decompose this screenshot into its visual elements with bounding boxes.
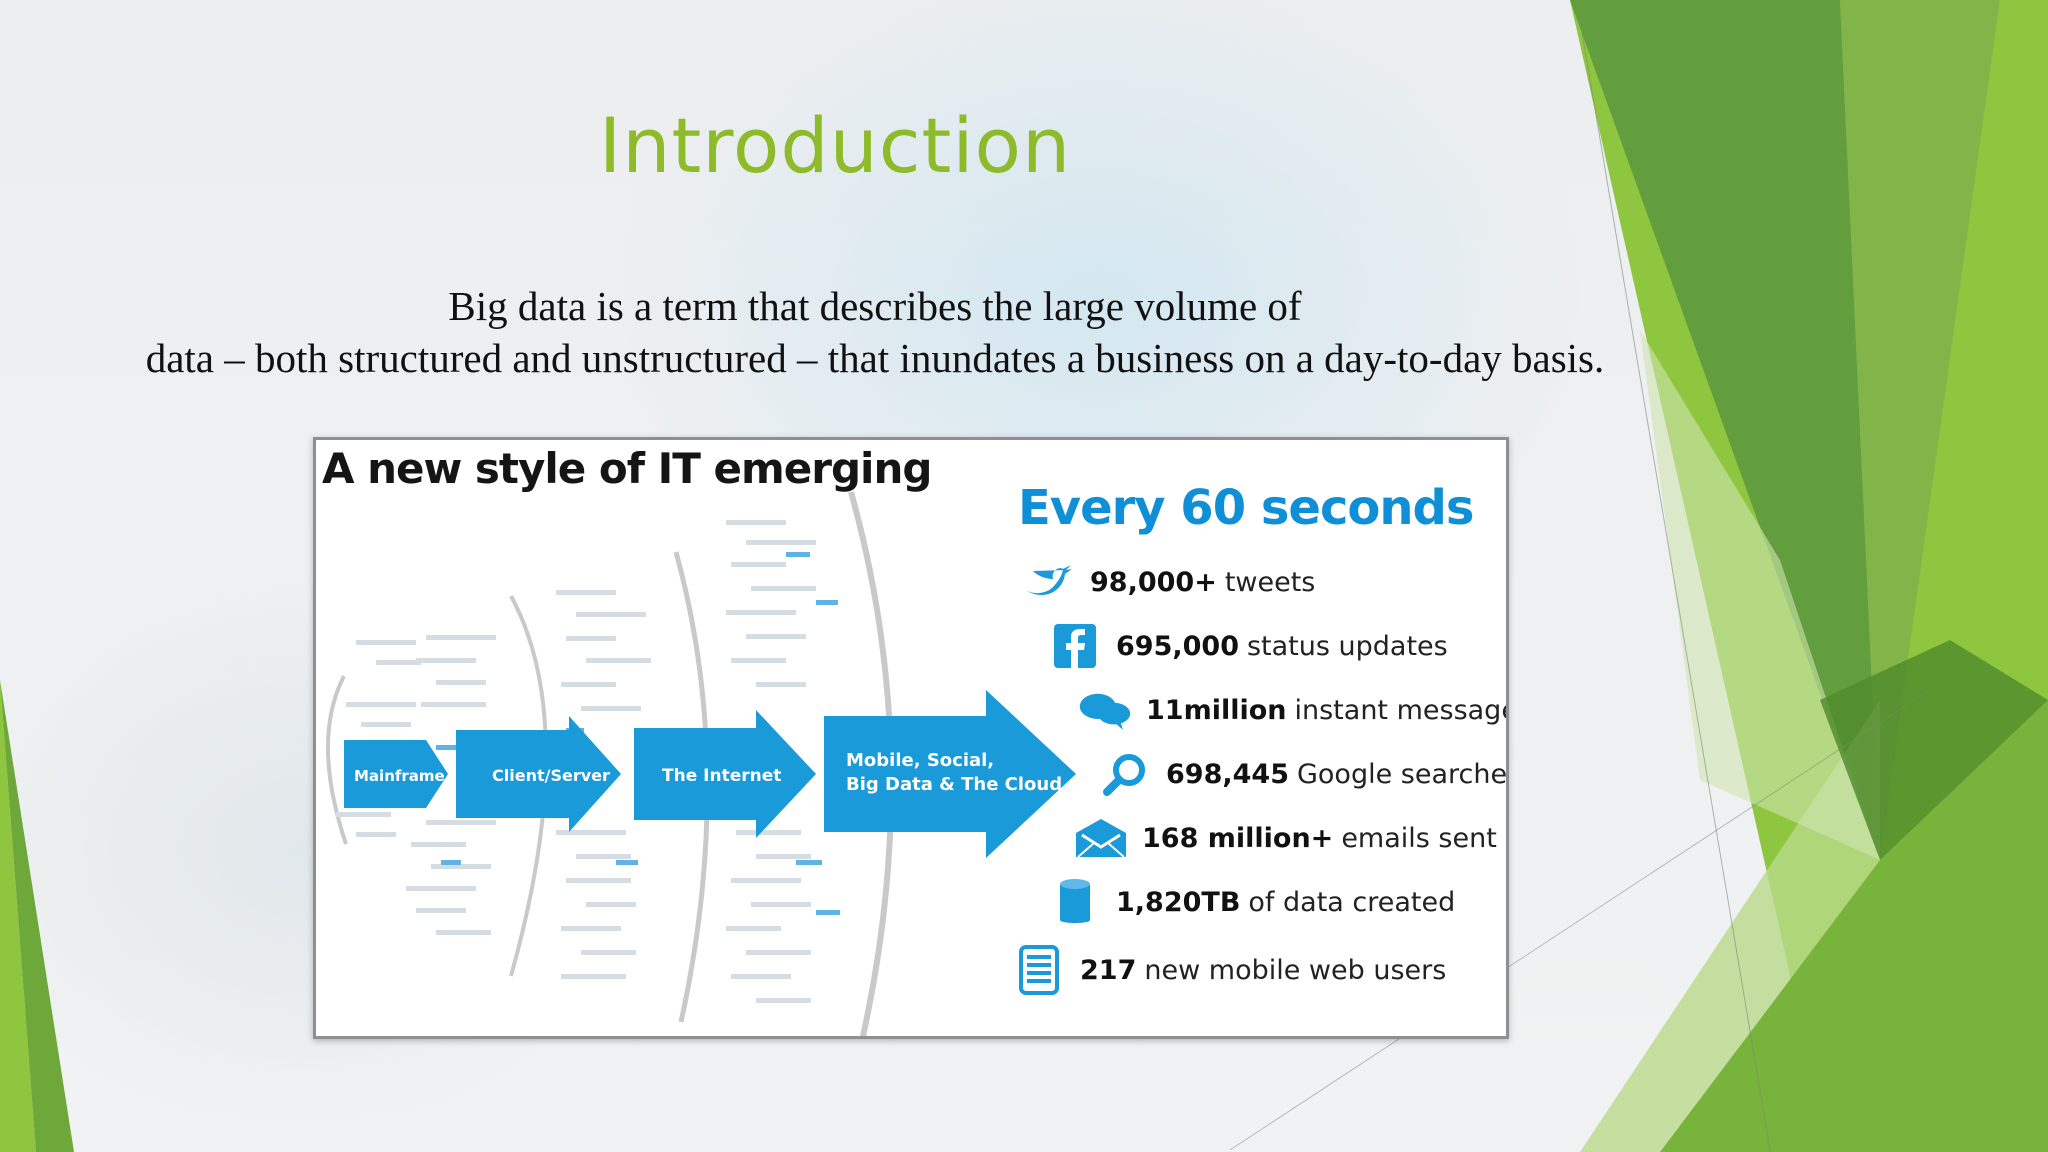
stat-tweets: 98,000+ tweets [1022, 557, 1315, 607]
stat-status-updates: 695,000 status updates [1048, 621, 1448, 671]
era-curve-1 [326, 675, 348, 845]
slide-subtitle: Big data is a term that describes the la… [60, 280, 1690, 384]
stage-label-mobile-line1: Mobile, Social, [846, 750, 994, 771]
keyword-cloud [336, 520, 816, 1003]
envelope-icon [1074, 813, 1128, 863]
facebook-icon [1048, 621, 1102, 671]
big-data-infographic: A new style of IT emerging [313, 437, 1509, 1039]
client-server-arrow [456, 716, 621, 832]
it-evolution-diagram: Mainframe Client/Server The Internet Mob… [326, 491, 1076, 1036]
infographic-heading: A new style of IT emerging [322, 444, 932, 493]
database-icon [1048, 877, 1102, 927]
mainframe-arrow [344, 740, 448, 808]
subtitle-line-1: Big data is a term that describes the la… [448, 283, 1302, 329]
twitter-bird-icon [1022, 557, 1076, 607]
stat-google-searches: 698,445 Google searches [1098, 749, 1506, 799]
every-60-seconds-heading: Every 60 seconds [1018, 480, 1474, 536]
internet-arrow [634, 710, 816, 838]
stage-label-internet: The Internet [662, 766, 781, 786]
stat-emails-sent: 168 million+ emails sent [1074, 813, 1497, 863]
mobile-cloud-arrow [824, 690, 1076, 858]
slide-title: Introduction [598, 101, 1072, 190]
stat-instant-messages: 11million instant messages [1078, 685, 1506, 735]
chat-bubbles-icon [1078, 685, 1132, 735]
mobile-list-icon [1012, 945, 1066, 995]
stat-mobile-web-users: 217 new mobile web users [1012, 945, 1446, 995]
stage-label-mainframe: Mainframe [354, 767, 445, 785]
subtitle-line-2: data – both structured and unstructured … [145, 335, 1605, 381]
stage-label-mobile-line2: Big Data & The Cloud [846, 774, 1062, 795]
stage-label-client-server: Client/Server [492, 766, 610, 785]
magnifier-icon [1098, 749, 1152, 799]
stat-data-created: 1,820TB of data created [1048, 877, 1455, 927]
